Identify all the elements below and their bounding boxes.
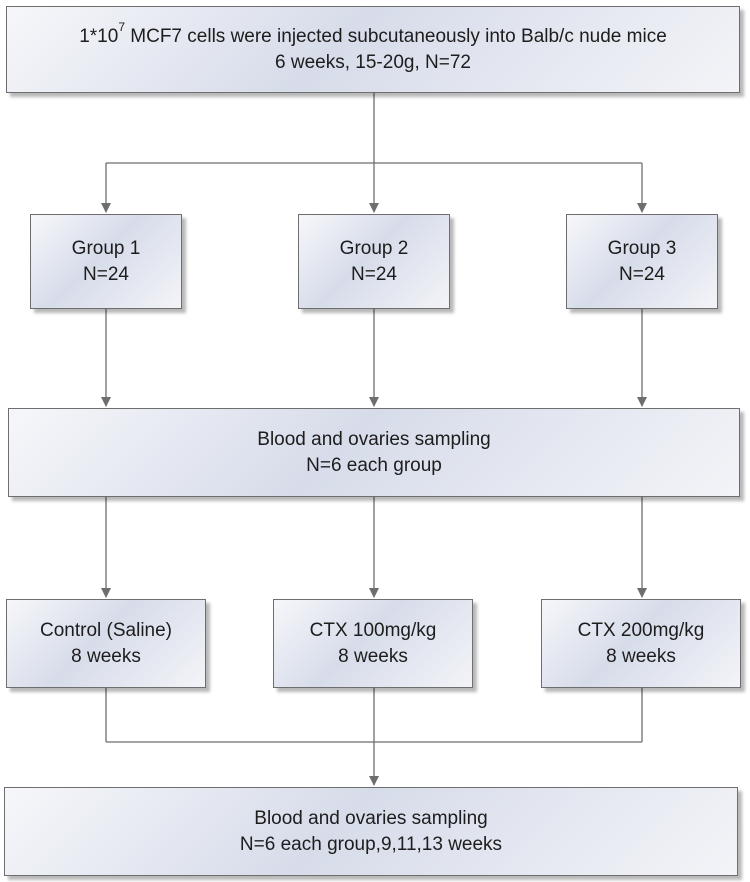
group-3-count: N=24	[619, 263, 665, 285]
group-3-title: Group 3	[607, 237, 677, 259]
treatment-ctx100-box: CTX 100mg/kg 8 weeks	[273, 599, 473, 688]
group-1-title: Group 1	[71, 237, 141, 259]
group-2-title: Group 2	[339, 237, 409, 259]
treatment-control-duration: 8 weeks	[71, 645, 141, 667]
group-1-count: N=24	[83, 263, 129, 285]
sampling-2-detail: N=6 each group,9,11,13 weeks	[239, 833, 503, 855]
treatment-ctx100-duration: 8 weeks	[338, 645, 408, 667]
injection-exponent: 7	[118, 20, 125, 35]
sampling-box-1: Blood and ovaries sampling N=6 each grou…	[8, 408, 740, 497]
sampling-box-2: Blood and ovaries sampling N=6 each grou…	[4, 787, 738, 876]
group-2-count: N=24	[351, 263, 397, 285]
treatment-ctx200-duration: 8 weeks	[606, 645, 676, 667]
treatment-ctx200-name: CTX 200mg/kg	[577, 619, 705, 641]
treatment-control-box: Control (Saline) 8 weeks	[6, 599, 206, 688]
group-1-box: Group 1 N=24	[30, 214, 182, 309]
group-2-box: Group 2 N=24	[298, 214, 450, 309]
treatment-ctx200-box: CTX 200mg/kg 8 weeks	[541, 599, 741, 688]
injection-line-2: 6 weeks, 15-20g, N=72	[275, 51, 471, 73]
sampling-1-title: Blood and ovaries sampling	[257, 428, 491, 450]
injection-box: 1*107 MCF7 cells were injected subcutane…	[6, 6, 740, 93]
treatment-control-name: Control (Saline)	[40, 619, 172, 641]
sampling-1-detail: N=6 each group	[306, 454, 442, 476]
injection-suffix: MCF7 cells were injected subcutaneously …	[125, 25, 667, 47]
sampling-2-title: Blood and ovaries sampling	[254, 807, 488, 829]
group-3-box: Group 3 N=24	[566, 214, 718, 309]
injection-prefix: 1*10	[79, 25, 119, 47]
treatment-ctx100-name: CTX 100mg/kg	[309, 619, 437, 641]
injection-line-1: 1*107 MCF7 cells were injected subcutane…	[79, 21, 667, 50]
